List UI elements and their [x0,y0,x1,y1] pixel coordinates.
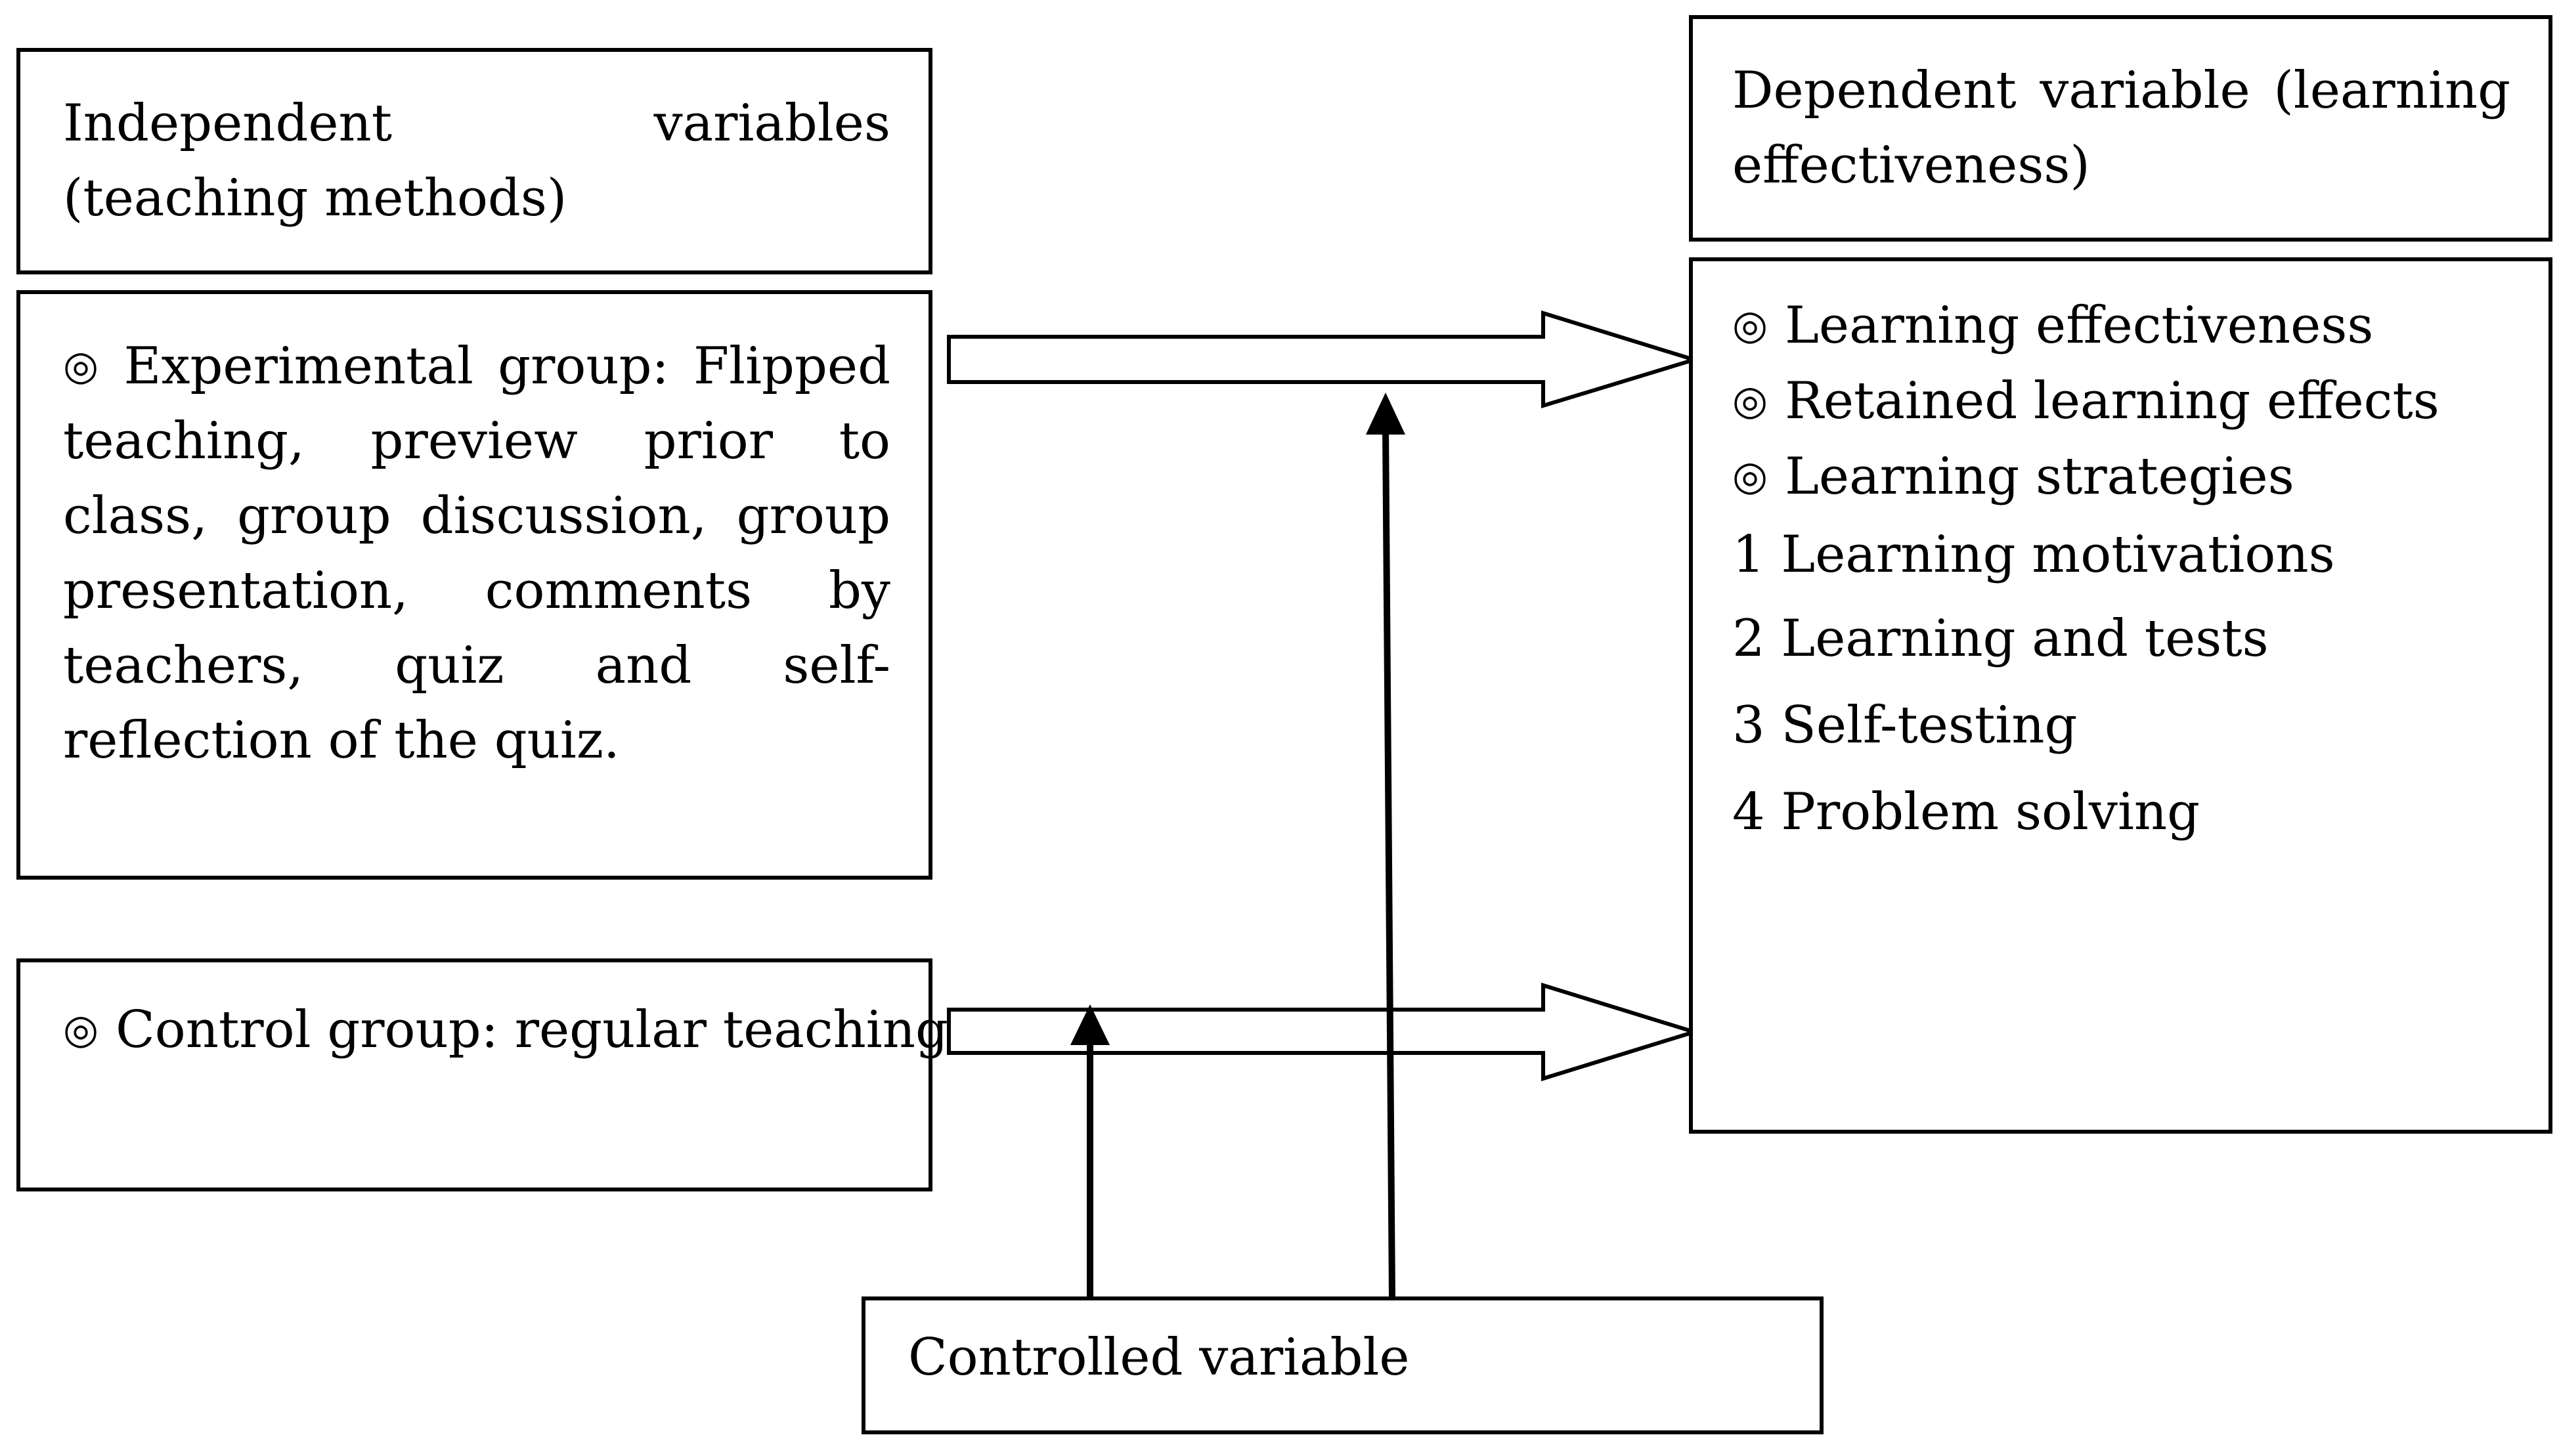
bullet-icon: ◎ [63,1005,99,1053]
dependent-variable-box: Dependent variable (learning effectivene… [1689,15,2552,242]
control-arrow [947,982,1701,1082]
control-group-box: ◎Control group: regular teaching [16,958,948,1191]
dependent-variable-label: Dependent variable (learning effectivene… [1732,61,2510,195]
controlled-variable-box: Controlled variable [862,1296,1824,1434]
experimental-arrow [947,310,1701,409]
bullet-icon: ◎ [1732,301,1768,349]
outcome-bullet-item: ◎Learning effectiveness [1732,296,2374,355]
outcomes-box: ◎Learning effectiveness ◎Retained learni… [1689,257,2552,1134]
outcome-bullet-item: ◎Retained learning effects [1732,372,2439,431]
outcome-numbered-item: 4 Problem solving [1732,782,2200,842]
outcome-numbered-item: 2 Learning and tests [1732,609,2269,668]
outcome-bullet-item: ◎Learning strategies [1732,447,2294,506]
bullet-icon: ◎ [1732,452,1768,500]
outcome-numbered-item: 3 Self-testing [1732,696,2078,755]
bullet-icon: ◎ [1732,376,1768,424]
controlled-to-experimental-head [1366,393,1405,435]
controlled-to-experimental-line [1382,426,1395,1297]
experimental-group-box: ◎Experimental group: Flipped teaching, p… [16,290,932,880]
independent-variables-box: Independent variables (teaching methods) [16,48,932,274]
outcomes-list: ◎Learning effectiveness ◎Retained learni… [1732,288,2520,855]
controlled-to-control-head [1070,1004,1110,1045]
control-group-text: ◎Control group: regular teaching [63,1000,948,1060]
experimental-group-text: ◎Experimental group: Flipped teaching, p… [63,337,890,770]
outcome-numbered-item: 1 Learning motivations [1732,525,2335,584]
bullet-icon: ◎ [63,341,107,389]
controlled-variable-label: Controlled variable [908,1328,1410,1387]
independent-variables-label: Independent variables (teaching methods) [63,94,890,228]
